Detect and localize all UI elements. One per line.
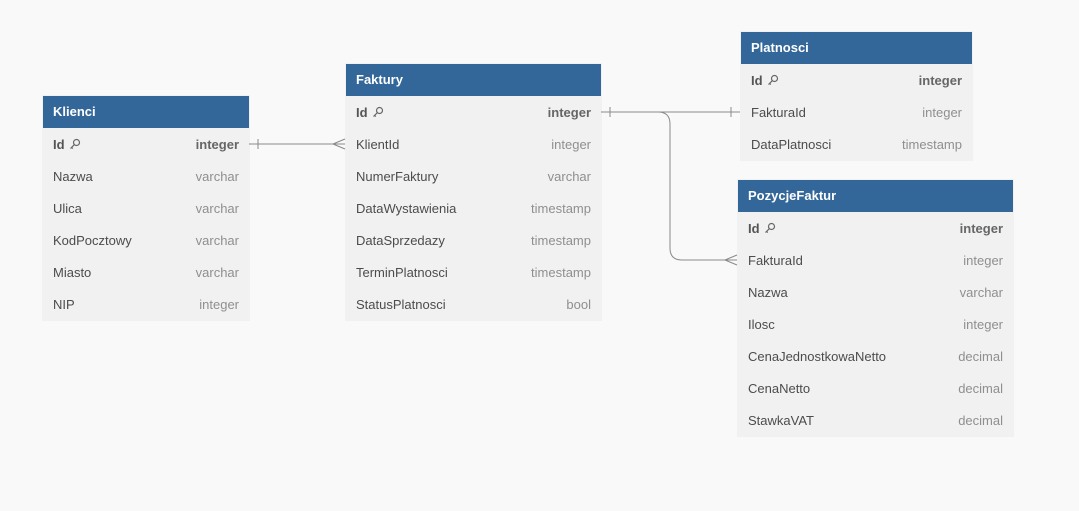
- key-icon: [764, 222, 776, 234]
- field-name: Id: [751, 72, 763, 88]
- field-name: TerminPlatnosci: [356, 264, 448, 280]
- field-type: decimal: [958, 348, 1003, 364]
- field-row-nazwa[interactable]: Nazwa varchar: [43, 160, 249, 192]
- field-name: NumerFaktury: [356, 168, 439, 184]
- field-type: integer: [547, 104, 591, 120]
- field-name: Nazwa: [53, 168, 93, 184]
- field-type: integer: [963, 252, 1003, 268]
- field-row-stawkavat[interactable]: StawkaVAT decimal: [738, 404, 1013, 436]
- field-name: KlientId: [356, 136, 400, 152]
- field-row-id[interactable]: Id integer: [346, 96, 601, 128]
- field-row-kodpocztowy[interactable]: KodPocztowy varchar: [43, 224, 249, 256]
- field-type: varchar: [195, 200, 239, 216]
- field-type: integer: [195, 136, 239, 152]
- field-name: NIP: [53, 296, 75, 312]
- key-icon: [372, 106, 384, 118]
- field-row-terminplatnosci[interactable]: TerminPlatnosci timestamp: [346, 256, 601, 288]
- field-type: timestamp: [902, 136, 962, 152]
- table-header-faktury[interactable]: Faktury: [346, 64, 601, 96]
- field-name: DataWystawienia: [356, 200, 457, 216]
- field-type: varchar: [959, 284, 1003, 300]
- field-name: FakturaId: [751, 104, 806, 120]
- field-row-statusplatnosci[interactable]: StatusPlatnosci bool: [346, 288, 601, 320]
- field-type: integer: [199, 296, 239, 312]
- table-header-platnosci[interactable]: Platnosci: [741, 32, 972, 64]
- field-row-cenanetto[interactable]: CenaNetto decimal: [738, 372, 1013, 404]
- field-type: decimal: [958, 380, 1003, 396]
- field-type: varchar: [195, 168, 239, 184]
- field-row-nip[interactable]: NIP integer: [43, 288, 249, 320]
- field-name: Id: [53, 136, 65, 152]
- field-name: Ulica: [53, 200, 82, 216]
- field-row-klientid[interactable]: KlientId integer: [346, 128, 601, 160]
- relation-klienci-faktury[interactable]: [249, 138, 346, 150]
- table-klienci[interactable]: Klienci Id integer Nazwa varchar Ulica v…: [43, 96, 249, 320]
- field-row-datasprzedazy[interactable]: DataSprzedazy timestamp: [346, 224, 601, 256]
- key-icon: [69, 138, 81, 150]
- field-row-ulica[interactable]: Ulica varchar: [43, 192, 249, 224]
- field-row-dataplatnosci[interactable]: DataPlatnosci timestamp: [741, 128, 972, 160]
- field-type: varchar: [195, 264, 239, 280]
- table-faktury[interactable]: Faktury Id integer KlientId integer Nume…: [346, 64, 601, 320]
- table-platnosci[interactable]: Platnosci Id integer FakturaId integer D…: [741, 32, 972, 160]
- field-row-numerfaktury[interactable]: NumerFaktury varchar: [346, 160, 601, 192]
- field-type: varchar: [195, 232, 239, 248]
- field-type: integer: [959, 220, 1003, 236]
- relation-faktury-platnosci[interactable]: [601, 107, 740, 117]
- table-pozycjefaktur[interactable]: PozycjeFaktur Id integer FakturaId integ…: [738, 180, 1013, 436]
- field-type: varchar: [547, 168, 591, 184]
- field-type: decimal: [958, 412, 1003, 428]
- field-type: timestamp: [531, 264, 591, 280]
- field-row-fakturaid[interactable]: FakturaId integer: [741, 96, 972, 128]
- key-icon: [767, 74, 779, 86]
- field-name: StatusPlatnosci: [356, 296, 446, 312]
- field-name: KodPocztowy: [53, 232, 132, 248]
- field-name: Nazwa: [748, 284, 788, 300]
- field-row-id[interactable]: Id integer: [43, 128, 249, 160]
- field-type: timestamp: [531, 200, 591, 216]
- field-type: integer: [918, 72, 962, 88]
- field-row-cenajednostkowanetto[interactable]: CenaJednostkowaNetto decimal: [738, 340, 1013, 372]
- field-name: FakturaId: [748, 252, 803, 268]
- field-row-miasto[interactable]: Miasto varchar: [43, 256, 249, 288]
- field-type: bool: [566, 296, 591, 312]
- table-header-klienci[interactable]: Klienci: [43, 96, 249, 128]
- field-type: integer: [551, 136, 591, 152]
- field-type: integer: [963, 316, 1003, 332]
- field-name: Id: [748, 220, 760, 236]
- field-row-datawystawienia[interactable]: DataWystawienia timestamp: [346, 192, 601, 224]
- field-type: integer: [922, 104, 962, 120]
- field-row-fakturaid[interactable]: FakturaId integer: [738, 244, 1013, 276]
- field-name: Id: [356, 104, 368, 120]
- relation-faktury-pozycjefaktur[interactable]: [601, 111, 738, 266]
- field-name: DataPlatnosci: [751, 136, 832, 152]
- field-row-ilosc[interactable]: Ilosc integer: [738, 308, 1013, 340]
- field-name: CenaJednostkowaNetto: [748, 348, 887, 364]
- field-row-nazwa[interactable]: Nazwa varchar: [738, 276, 1013, 308]
- field-type: timestamp: [531, 232, 591, 248]
- field-name: Miasto: [53, 264, 92, 280]
- field-name: Ilosc: [748, 316, 775, 332]
- table-header-pozycjefaktur[interactable]: PozycjeFaktur: [738, 180, 1013, 212]
- field-row-id[interactable]: Id integer: [738, 212, 1013, 244]
- field-name: CenaNetto: [748, 380, 811, 396]
- field-name: DataSprzedazy: [356, 232, 445, 248]
- field-row-id[interactable]: Id integer: [741, 64, 972, 96]
- field-name: StawkaVAT: [748, 412, 814, 428]
